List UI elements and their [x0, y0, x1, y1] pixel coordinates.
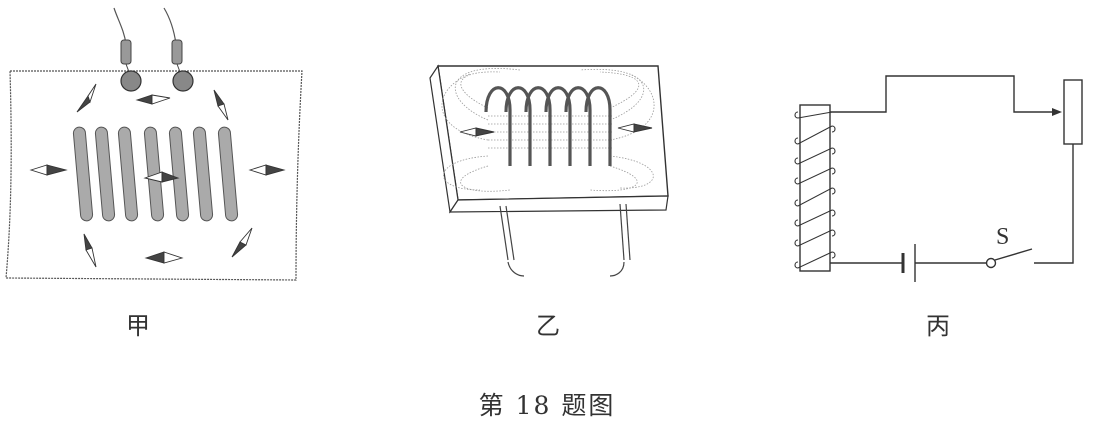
electromagnet-core: [799, 104, 831, 272]
panel-yi-diagram: [429, 64, 669, 277]
switch-lever[interactable]: [994, 248, 1033, 261]
panel-jia-diagram: [5, 7, 303, 281]
lead-wire-left: [113, 7, 127, 45]
solenoid-coil: [484, 86, 612, 166]
board-edge-front: [448, 195, 669, 213]
panel-bing-label: 丙: [926, 312, 950, 340]
switch-pivot: [985, 257, 997, 269]
terminal-left: [120, 70, 142, 92]
figure-caption: 第 18 题图: [478, 391, 616, 420]
wire-top: [830, 75, 1052, 113]
terminal-right: [172, 70, 194, 92]
compass-needles: [29, 83, 286, 268]
wire-right: [1034, 144, 1074, 264]
solenoid-leads: [499, 203, 631, 277]
electromagnet-coil: [794, 111, 836, 269]
rheostat-slider-arrow: [1052, 108, 1062, 116]
solenoid-compasses: [459, 123, 653, 137]
panel-jia-label: 甲: [126, 312, 150, 340]
panel-yi-label: 乙: [536, 312, 560, 340]
sliding-rheostat: [1063, 79, 1083, 145]
lead-wire-right: [163, 7, 177, 45]
switch-label: S: [996, 224, 1009, 250]
panel-bing-diagram: S: [794, 75, 1083, 282]
